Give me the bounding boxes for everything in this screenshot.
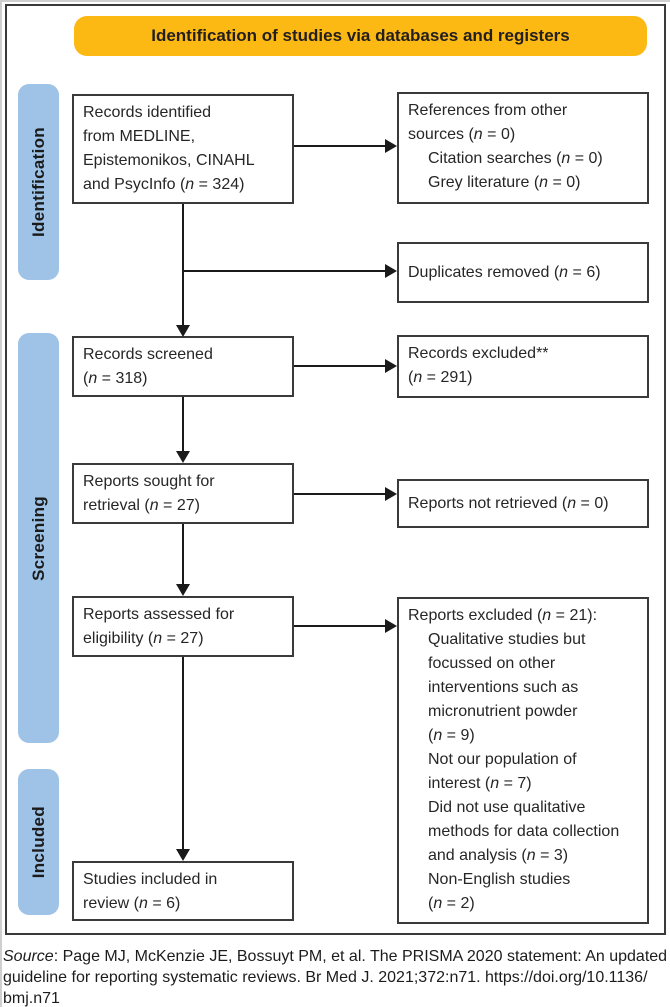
- text-line: bmj.n71: [3, 990, 60, 1007]
- text-line: Source: Page MJ, McKenzie JE, Bossuyt PM…: [3, 948, 668, 965]
- arrow-assessed-to-excluded: [294, 625, 386, 627]
- text-line: eligibility (n = 27): [83, 630, 204, 647]
- arrow-assessed-to-included: [182, 657, 184, 850]
- text-line: focussed on other: [428, 655, 556, 672]
- text-line: retrieval (n = 27): [83, 497, 200, 514]
- arrow-sought-to-assessed-head: [176, 584, 190, 596]
- text-line: methods for data collection: [428, 823, 620, 840]
- arrow-sought-to-not-retrieved-head: [385, 487, 397, 501]
- arrow-assessed-to-included-head: [176, 849, 190, 861]
- box-reports-not-retrieved: Reports not retrieved (n = 0): [397, 479, 649, 528]
- text-line: guideline for reporting systematic revie…: [3, 969, 648, 986]
- text-line: Records identified: [83, 104, 212, 121]
- arrow-identified-to-references: [294, 145, 386, 147]
- text-line: (n = 318): [83, 370, 148, 387]
- text-line: from MEDLINE,: [83, 128, 196, 145]
- text-line: and analysis (n = 3): [428, 847, 569, 864]
- text-line: Citation searches (n = 0): [428, 150, 603, 167]
- text-line: Reports sought for: [83, 473, 215, 490]
- text-line: Not our population of: [428, 751, 577, 768]
- text-line: (n = 291): [408, 369, 473, 386]
- text-line: Records excluded**: [408, 345, 549, 362]
- text-line: Studies included in: [83, 871, 218, 888]
- text-line: Records screened: [83, 346, 213, 363]
- text-line: Grey literature (n = 0): [428, 174, 581, 191]
- stage-bar-identification: Identification: [18, 84, 59, 280]
- text-line: (n = 9): [428, 727, 475, 744]
- box-reports-assessed: Reports assessed for eligibility (n = 27): [72, 596, 294, 657]
- arrow-screened-to-sought: [182, 397, 184, 452]
- box-records-screened: Records screened (n = 318): [72, 336, 294, 397]
- stage-label-screening: Screening: [28, 495, 48, 581]
- box-reports-excluded: Reports excluded (n = 21): Qualitative st…: [397, 597, 649, 924]
- stage-bar-screening: Screening: [18, 333, 59, 743]
- arrow-sought-to-assessed: [182, 524, 184, 585]
- diagram-border: [5, 4, 666, 935]
- arrow-screened-to-excluded: [294, 365, 386, 367]
- stage-label-included: Included: [28, 805, 48, 879]
- text-line: interventions such as: [428, 679, 579, 696]
- text-line: Qualitative studies but: [428, 631, 586, 648]
- text-line: References from other: [408, 102, 568, 119]
- text-line: review (n = 6): [83, 895, 181, 912]
- text-line: Did not use qualitative: [428, 799, 586, 816]
- box-references-other-sources: References from other sources (n = 0) Cita…: [397, 92, 649, 204]
- text-line: Reports excluded (n = 21):: [408, 607, 598, 624]
- text-line: (n = 2): [428, 895, 475, 912]
- box-duplicates-removed: Duplicates removed (n = 6): [397, 242, 649, 303]
- arrow-identified-to-references-head: [385, 139, 397, 153]
- text-line: Duplicates removed (n = 6): [408, 263, 601, 281]
- text-line: sources (n = 0): [408, 126, 516, 143]
- arrow-assessed-to-excluded-head: [385, 619, 397, 633]
- box-studies-included: Studies included in review (n = 6): [72, 861, 294, 921]
- text-line: Reports not retrieved (n = 0): [408, 494, 609, 512]
- arrow-sought-to-not-retrieved: [294, 493, 386, 495]
- text-line: interest (n = 7): [428, 775, 532, 792]
- box-records-excluded: Records excluded** (n = 291): [397, 335, 649, 398]
- source-note: Source: Page MJ, McKenzie JE, Bossuyt PM…: [3, 946, 669, 1007]
- stage-bar-included: Included: [18, 769, 59, 915]
- text-line: and PsycInfo (n = 324): [83, 176, 245, 193]
- banner: Identification of studies via databases …: [74, 16, 647, 56]
- arrow-branch-to-duplicates-head: [385, 264, 397, 278]
- text-line: Epistemonikos, CINAHL: [83, 152, 255, 169]
- stage-label-identification: Identification: [28, 127, 48, 237]
- box-records-identified: Records identified from MEDLINE, Epistemon…: [72, 94, 294, 204]
- arrow-branch-to-duplicates: [183, 270, 386, 272]
- arrow-screened-to-sought-head: [176, 451, 190, 463]
- text-line: micronutrient powder: [428, 703, 578, 720]
- banner-title: Identification of studies via databases …: [151, 26, 570, 45]
- arrow-screened-to-excluded-head: [385, 359, 397, 373]
- text-line: Non-English studies: [428, 871, 571, 888]
- text-line: Reports assessed for: [83, 606, 235, 623]
- arrow-identified-to-screened-head: [176, 325, 190, 337]
- arrow-identified-to-screened: [182, 204, 184, 326]
- box-reports-sought: Reports sought for retrieval (n = 27): [72, 463, 294, 524]
